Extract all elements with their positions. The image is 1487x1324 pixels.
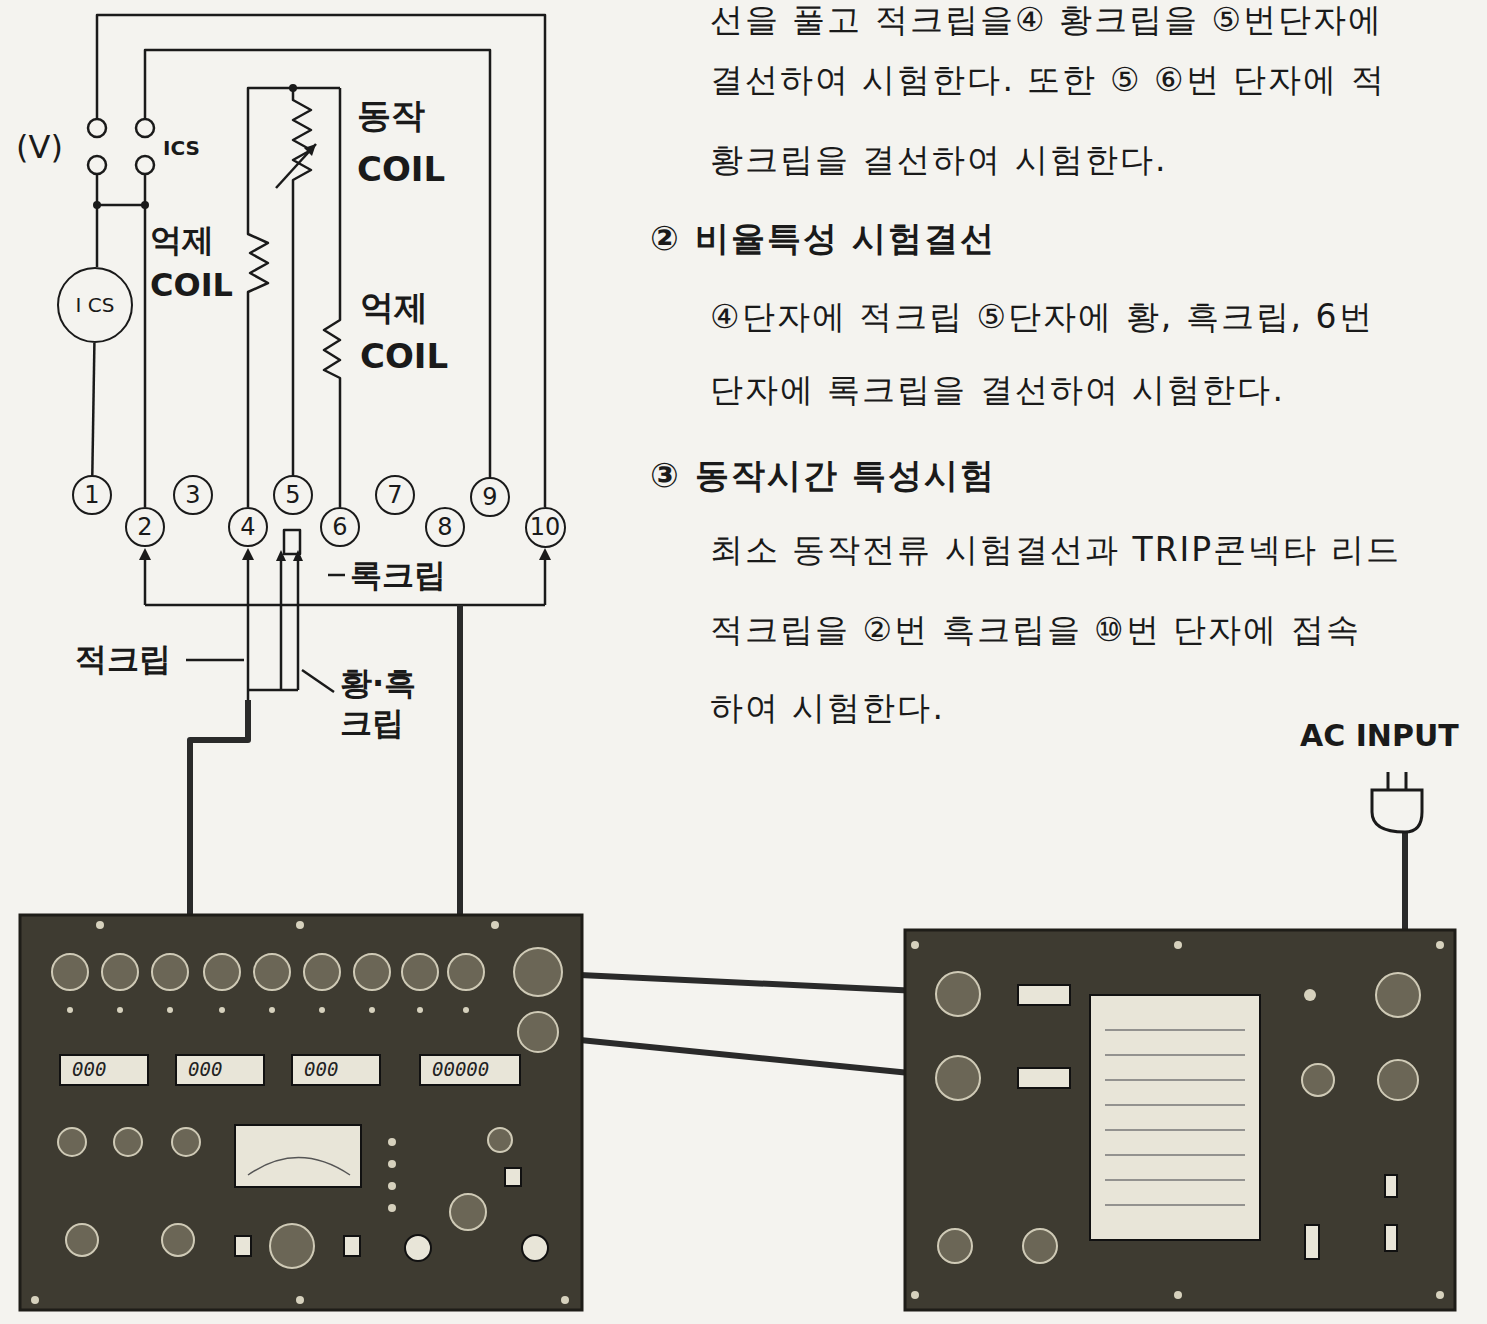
terminal-number: 9 bbox=[482, 483, 497, 511]
section-heading: ③ 동작시간 특성시험 bbox=[650, 455, 996, 496]
terminal-number: 6 bbox=[332, 513, 347, 541]
section-heading: ② 비율특성 시험결선 bbox=[650, 218, 996, 259]
note-text: 결선하여 시험한다. 또한 ⑤ ⑥번 단자에 적 bbox=[710, 60, 1386, 100]
note-text: ④단자에 적크립 ⑤단자에 황, 흑크립, 6번 bbox=[710, 297, 1374, 337]
note-text: 하여 시험한다. bbox=[710, 688, 945, 728]
source-label: I CS bbox=[76, 293, 115, 317]
contact-label: ICS bbox=[163, 136, 200, 160]
terminal-number: 1 bbox=[84, 481, 99, 509]
note-text: 선을 풀고 적크립을④ 황크립을 ⑤번단자에 bbox=[710, 0, 1383, 40]
terminal-number: 3 bbox=[185, 481, 200, 509]
clip-label: 록크립 bbox=[350, 556, 446, 594]
terminal-number: 4 bbox=[240, 513, 255, 541]
coil-label: 억제 COIL bbox=[360, 283, 460, 382]
note-text: 단자에 록크립을 결선하여 시험한다. bbox=[710, 370, 1285, 410]
display-digits: 000 bbox=[304, 1058, 338, 1080]
terminal-circle: 3 bbox=[173, 475, 213, 515]
note-text: 적크립을 ②번 흑크립을 ⑩번 단자에 접속 bbox=[710, 610, 1361, 650]
terminal-circle: 7 bbox=[375, 475, 415, 515]
note-text: 황크립을 결선하여 시험한다. bbox=[710, 140, 1167, 180]
terminal-number: 5 bbox=[285, 481, 300, 509]
terminal-number: 2 bbox=[137, 513, 152, 541]
display-digits: 000 bbox=[72, 1058, 106, 1080]
coil-label: 억제 COIL bbox=[150, 218, 245, 308]
terminal-circle: 5 bbox=[273, 475, 313, 515]
terminal-number: 7 bbox=[387, 481, 402, 509]
terminal-circle: 6 bbox=[320, 507, 360, 547]
coil-label: 동작 COIL bbox=[357, 88, 457, 197]
terminal-circle: 10 bbox=[525, 507, 566, 548]
terminal-number: 10 bbox=[530, 513, 561, 541]
clip-label: 적크립 bbox=[75, 640, 171, 678]
terminal-circle: 2 bbox=[125, 507, 165, 547]
terminal-circle: 8 bbox=[425, 507, 465, 547]
clip-label: 황·흑 크립 bbox=[340, 663, 450, 743]
terminal-circle: 1 bbox=[72, 475, 112, 515]
note-text: 최소 동작전류 시험결선과 TRIP콘넥타 리드 bbox=[710, 530, 1401, 570]
contact-label: (V) bbox=[16, 128, 63, 166]
current-source-circle: I CS bbox=[57, 267, 133, 343]
wire-connector bbox=[92, 343, 94, 475]
display-digits: 000 bbox=[188, 1058, 222, 1080]
terminal-circle: 4 bbox=[228, 507, 268, 547]
plug-label: AC INPUT bbox=[1300, 718, 1459, 754]
terminal-circle: 9 bbox=[470, 477, 510, 517]
terminal-number: 8 bbox=[437, 513, 452, 541]
display-digits: 00000 bbox=[432, 1058, 489, 1080]
